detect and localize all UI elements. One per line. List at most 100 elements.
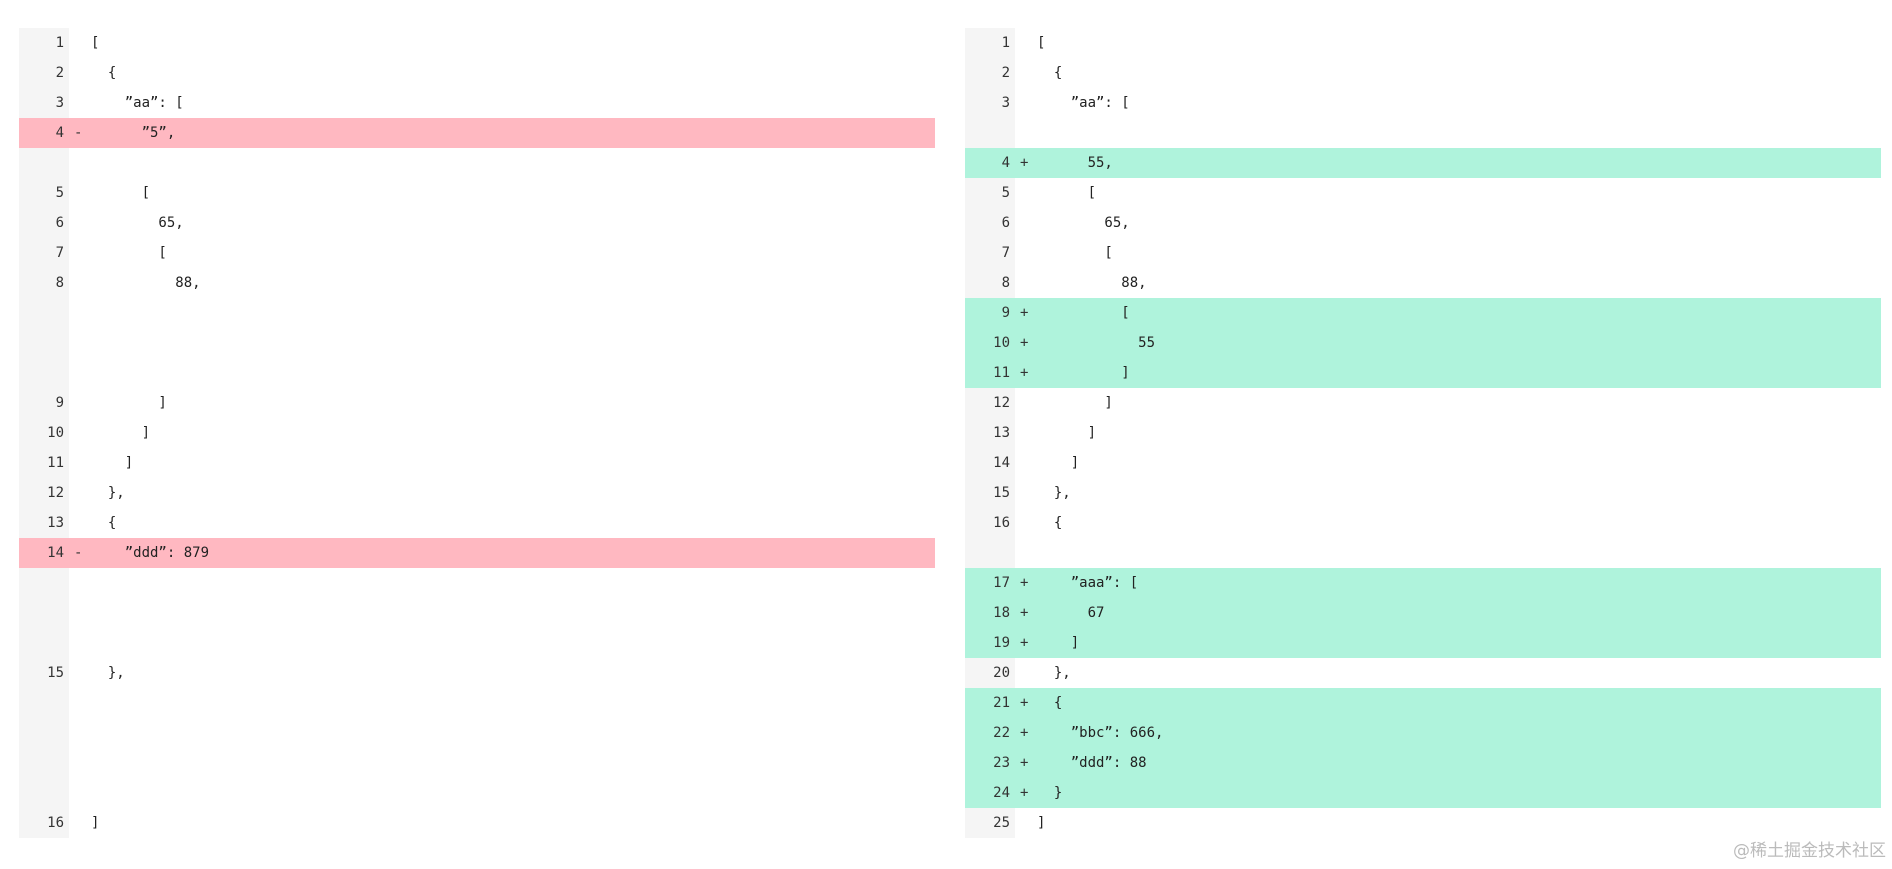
line-number: 12 bbox=[19, 478, 69, 508]
diff-marker: + bbox=[1020, 155, 1029, 171]
diff-line: 9 ] bbox=[19, 388, 935, 418]
diff-added-line: 18+ 67 bbox=[965, 598, 1881, 628]
code-text: ”bbc”: 666, bbox=[1037, 725, 1164, 741]
code-text: ”aa”: [ bbox=[1037, 95, 1130, 111]
diff-line: 16] bbox=[19, 808, 935, 838]
line-number bbox=[19, 148, 69, 178]
diff-spacer-row bbox=[19, 748, 935, 778]
line-number: 9 bbox=[965, 298, 1015, 328]
line-number: 21 bbox=[965, 688, 1015, 718]
code-text: ”ddd”: 88 bbox=[1037, 755, 1147, 771]
diff-line: 7 [ bbox=[19, 238, 935, 268]
line-number: 9 bbox=[19, 388, 69, 418]
code-text: 65, bbox=[1037, 215, 1130, 231]
diff-line: 16 { bbox=[965, 508, 1881, 538]
line-number bbox=[19, 748, 69, 778]
diff-line: 3 ”aa”: [ bbox=[965, 88, 1881, 118]
code-text: ] bbox=[1037, 425, 1097, 441]
code-text: 88, bbox=[1037, 275, 1147, 291]
diff-added-line: 4+ 55, bbox=[965, 148, 1881, 178]
code-text: { bbox=[1037, 695, 1063, 711]
code-text: ”aa”: [ bbox=[91, 95, 184, 111]
diff-line: 2 { bbox=[965, 58, 1881, 88]
watermark: @稀土掘金技术社区 bbox=[1733, 841, 1886, 861]
line-number: 18 bbox=[965, 598, 1015, 628]
line-number: 19 bbox=[965, 628, 1015, 658]
line-number: 1 bbox=[19, 28, 69, 58]
line-number: 8 bbox=[965, 268, 1015, 298]
diff-marker: + bbox=[1020, 695, 1029, 711]
diff-line: 12 }, bbox=[19, 478, 935, 508]
code-text: [ bbox=[1037, 185, 1097, 201]
diff-line: 2 { bbox=[19, 58, 935, 88]
diff-marker: + bbox=[1020, 335, 1029, 351]
line-number bbox=[19, 298, 69, 328]
code-text: ] bbox=[1037, 815, 1046, 831]
line-number: 10 bbox=[19, 418, 69, 448]
code-text: ”aaa”: [ bbox=[1037, 575, 1139, 591]
code-text: }, bbox=[91, 485, 125, 501]
diff-deleted-line: 14- ”ddd”: 879 bbox=[19, 538, 935, 568]
line-number bbox=[19, 628, 69, 658]
line-number: 16 bbox=[965, 508, 1015, 538]
diff-line: 10 ] bbox=[19, 418, 935, 448]
diff-line: 6 65, bbox=[19, 208, 935, 238]
diff-spacer-row bbox=[19, 778, 935, 808]
line-number: 14 bbox=[19, 538, 69, 568]
diff-marker: + bbox=[1020, 635, 1029, 651]
line-number: 16 bbox=[19, 808, 69, 838]
line-number: 24 bbox=[965, 778, 1015, 808]
line-number bbox=[19, 568, 69, 598]
diff-line: 5 [ bbox=[965, 178, 1881, 208]
diff-spacer-row bbox=[19, 328, 935, 358]
diff-added-line: 22+ ”bbc”: 666, bbox=[965, 718, 1881, 748]
code-text: ] bbox=[1037, 635, 1080, 651]
diff-line: 8 88, bbox=[19, 268, 935, 298]
line-number: 23 bbox=[965, 748, 1015, 778]
code-text: [ bbox=[91, 185, 151, 201]
diff-added-line: 21 + { bbox=[965, 688, 1881, 718]
line-number: 11 bbox=[965, 358, 1015, 388]
diff-line: 5 [ bbox=[19, 178, 935, 208]
diff-line: 13 ] bbox=[965, 418, 1881, 448]
diff-marker: + bbox=[1020, 785, 1029, 801]
diff-line: 7 [ bbox=[965, 238, 1881, 268]
diff-spacer-row bbox=[19, 568, 935, 598]
diff-deleted-line: 4- ”5”, bbox=[19, 118, 935, 148]
line-number: 14 bbox=[965, 448, 1015, 478]
code-text: 88, bbox=[91, 275, 201, 291]
diff-spacer-row bbox=[19, 628, 935, 658]
line-number: 3 bbox=[19, 88, 69, 118]
line-number bbox=[19, 778, 69, 808]
line-number: 25 bbox=[965, 808, 1015, 838]
line-number: 22 bbox=[965, 718, 1015, 748]
line-number: 1 bbox=[965, 28, 1015, 58]
diff-spacer-row bbox=[19, 358, 935, 388]
code-text: } bbox=[1037, 785, 1063, 801]
code-text: ] bbox=[1037, 365, 1130, 381]
line-number: 13 bbox=[965, 418, 1015, 448]
left-diff-pane: 1[2 {3 ”aa”: [4- ”5”,5 [6 65,7 [8 88,9 ]… bbox=[19, 28, 935, 838]
line-number: 2 bbox=[19, 58, 69, 88]
line-number bbox=[965, 538, 1015, 568]
diff-added-line: 10+ 55 bbox=[965, 328, 1881, 358]
line-number bbox=[19, 718, 69, 748]
line-number: 8 bbox=[19, 268, 69, 298]
diff-added-line: 17+ ”aaa”: [ bbox=[965, 568, 1881, 598]
diff-line: 1[ bbox=[19, 28, 935, 58]
diff-added-line: 11 + ] bbox=[965, 358, 1881, 388]
code-text: ] bbox=[91, 425, 151, 441]
line-number: 6 bbox=[965, 208, 1015, 238]
line-number: 10 bbox=[965, 328, 1015, 358]
diff-marker: + bbox=[1020, 365, 1029, 381]
diff-marker: + bbox=[1020, 575, 1029, 591]
line-number: 5 bbox=[965, 178, 1015, 208]
line-number: 11 bbox=[19, 448, 69, 478]
diff-added-line: 23+ ”ddd”: 88 bbox=[965, 748, 1881, 778]
line-number: 15 bbox=[965, 478, 1015, 508]
code-text: 55, bbox=[1037, 155, 1113, 171]
right-diff-pane: 1[2 {3 ”aa”: [4+ 55,5 [6 65,7 [8 88,9+ [… bbox=[965, 28, 1881, 838]
diff-line: 11 ] bbox=[19, 448, 935, 478]
code-text: 65, bbox=[91, 215, 184, 231]
diff-spacer-row bbox=[19, 718, 935, 748]
